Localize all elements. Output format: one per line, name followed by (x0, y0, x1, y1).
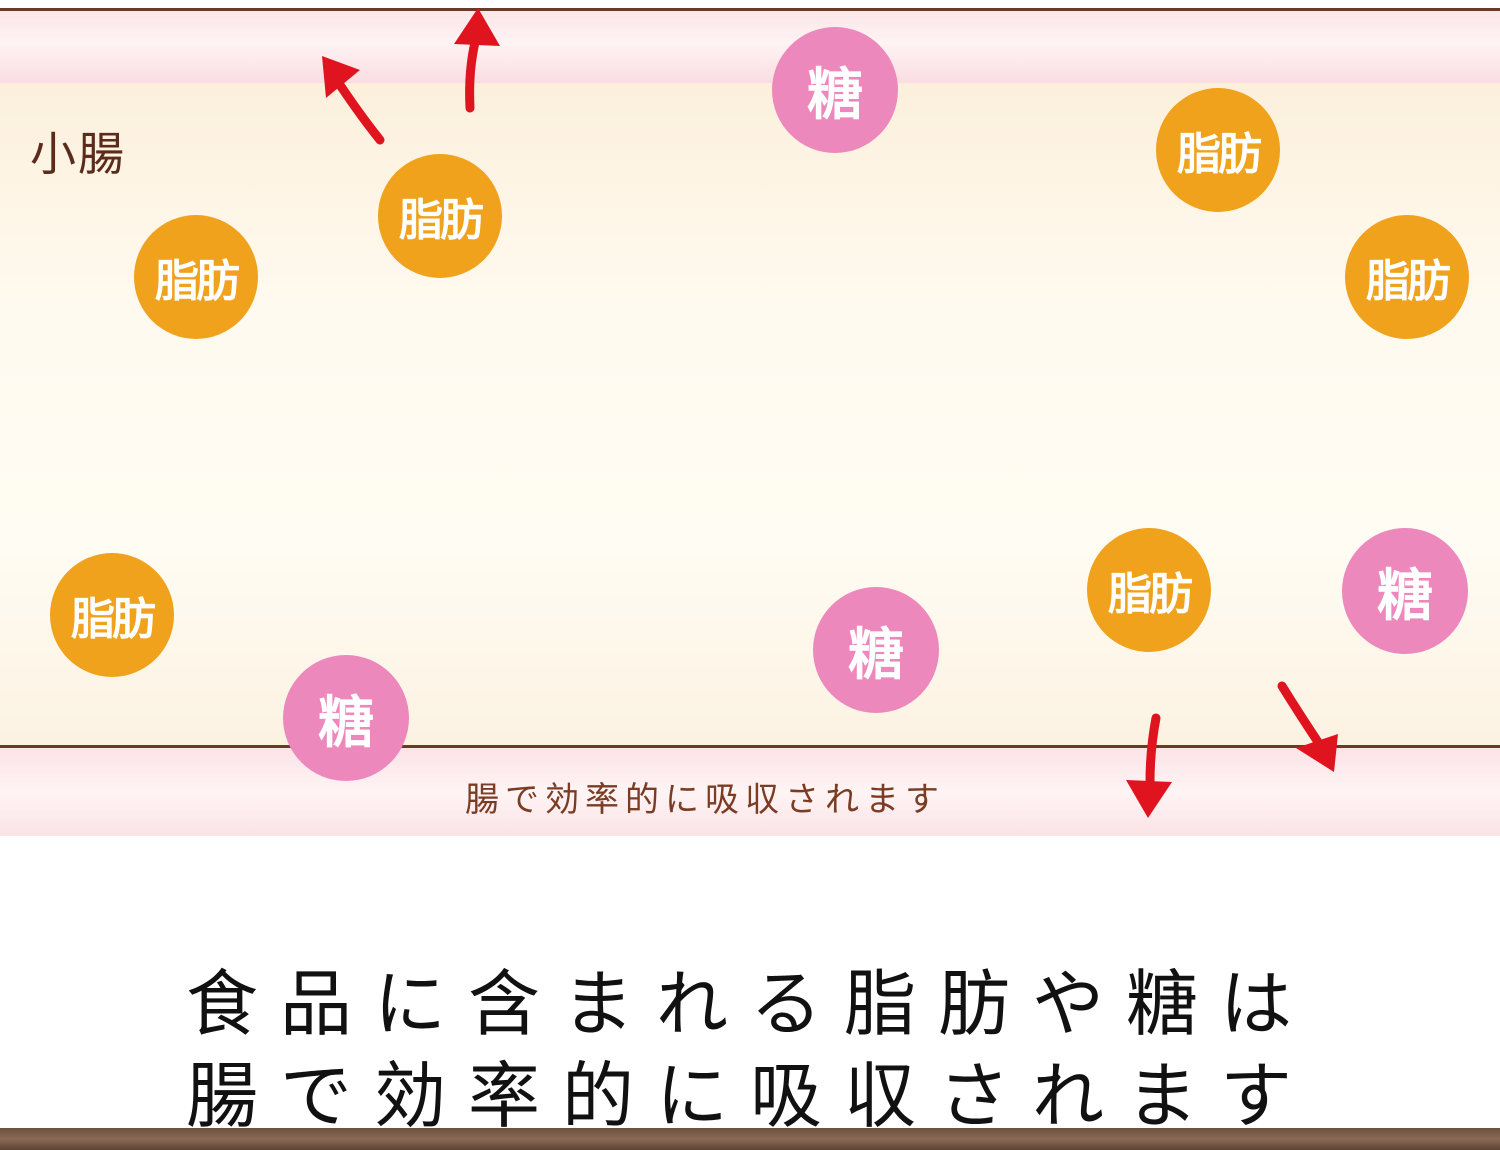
headline-line-1: 食品に含まれる脂肪や糖は (185, 962, 1314, 1046)
sugar-particle: 糖 (1342, 528, 1468, 654)
organ-label: 小腸 (30, 127, 126, 181)
fat-particle: 脂肪 (1156, 88, 1280, 212)
arrow-down-right (1277, 681, 1323, 747)
fat-particle: 脂肪 (50, 553, 174, 677)
absorption-arrows (322, 8, 1338, 818)
fat-particle: 脂肪 (1345, 215, 1469, 339)
headline: 食品に含まれる脂肪や糖は 腸で効率的に吸収されます (0, 958, 1500, 1142)
intestine-wall-top (0, 8, 1500, 86)
bottom-strip (0, 1128, 1500, 1150)
fat-particle: 脂肪 (134, 215, 258, 339)
sugar-particle: 糖 (772, 27, 898, 153)
arrow-up (465, 33, 481, 113)
sugar-particle: 糖 (813, 587, 939, 713)
fat-particle: 脂肪 (1087, 528, 1211, 652)
small-intestine-diagram: 小腸 腸で効率的に吸収されます 脂肪 脂肪 脂肪 脂肪 脂肪 脂肪 糖 糖 糖 … (0, 8, 1500, 836)
fat-particle: 脂肪 (378, 154, 502, 278)
arrow-head-up-left (322, 56, 360, 98)
arrow-down (1145, 713, 1161, 787)
arrow-up-left (333, 77, 385, 145)
arrow-head-down (1126, 780, 1172, 818)
arrow-head-up (454, 8, 500, 46)
wall-caption: 腸で効率的に吸収されます (465, 780, 945, 820)
sugar-particle: 糖 (283, 655, 409, 781)
arrow-head-down-right (1296, 734, 1338, 772)
intestine-wall-bottom (0, 745, 1500, 836)
headline-line-2: 腸で効率的に吸収されます (185, 1054, 1314, 1138)
